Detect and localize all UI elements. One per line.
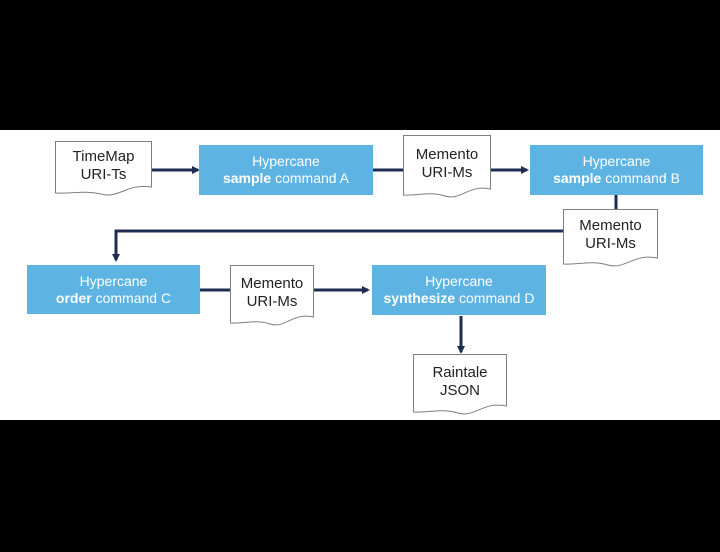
process-title: Hypercane — [252, 153, 320, 169]
process-command: sample command B — [553, 170, 680, 187]
document-shape — [55, 141, 152, 196]
command-name: synthesize — [383, 290, 456, 306]
command-name: sample — [222, 170, 272, 186]
arrow-mementos-b-to-order-c — [112, 229, 563, 262]
doc-line-1: Memento — [579, 217, 642, 234]
doc-line-1: Raintale — [432, 363, 488, 381]
doc-line-2: URI-Ms — [246, 292, 298, 310]
command-suffix: command C — [91, 289, 172, 306]
doc-timemap-uri-ts: TimeMap URI-Ts — [55, 141, 152, 196]
command-suffix: command D — [455, 290, 535, 306]
doc-memento-uri-ms-b: Memento URI-Ms — [563, 209, 658, 267]
command-name: sample — [553, 170, 602, 186]
process-title: Hypercane — [79, 272, 148, 289]
doc-line-1: Memento — [240, 274, 304, 292]
doc-line-2: JSON — [439, 381, 480, 399]
process-command: synthesize command D — [384, 290, 535, 307]
document-shape — [403, 135, 491, 198]
command-suffix: command A — [271, 170, 350, 186]
doc-memento-uri-ms-c: Memento URI-Ms — [230, 265, 314, 326]
process-sample-a: Hypercane sample command A — [199, 145, 373, 195]
document-shape — [563, 209, 658, 267]
process-title: Hypercane — [425, 273, 493, 289]
document-shape — [413, 354, 507, 415]
diagram-canvas: TimeMap URI-Ts Hypercane sample command … — [0, 130, 720, 420]
doc-line-2: URI-Ts — [80, 165, 127, 183]
doc-memento-uri-ms-a: Memento URI-Ms — [403, 135, 491, 198]
document-shape — [230, 265, 314, 326]
command-name: order — [55, 289, 92, 306]
doc-line-1: TimeMap — [72, 147, 135, 165]
doc-line-2: URI-Ms — [421, 163, 473, 181]
doc-raintale-json: Raintale JSON — [413, 354, 507, 415]
process-command: order command C — [56, 290, 171, 307]
process-command: sample command A — [223, 170, 349, 187]
process-synthesize-d: Hypercane synthesize command D — [372, 265, 546, 315]
doc-line-1: Memento — [415, 145, 479, 163]
process-title: Hypercane — [582, 153, 651, 169]
flow-arrows — [112, 166, 618, 354]
command-suffix: command B — [601, 170, 680, 186]
process-sample-b: Hypercane sample command B — [530, 145, 703, 195]
process-order-c: Hypercane order command C — [27, 265, 200, 314]
doc-line-2: URI-Ms — [585, 235, 636, 252]
